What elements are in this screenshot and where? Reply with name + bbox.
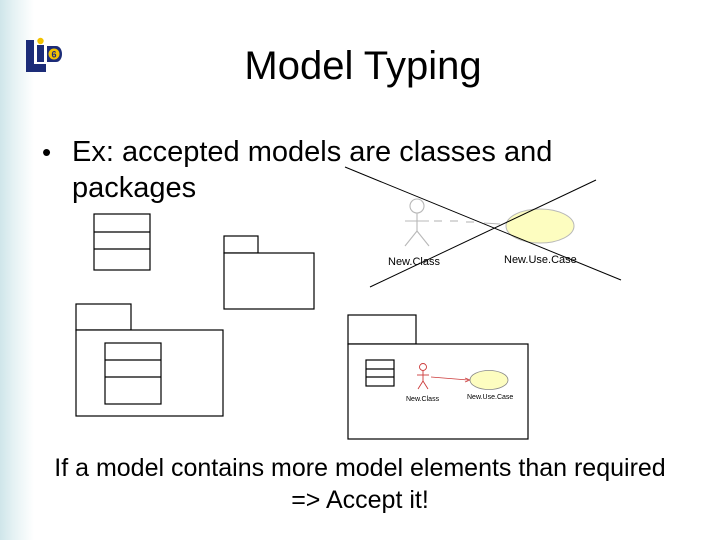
package-with-class [75,303,224,417]
cross-out-lines [344,166,622,288]
big-association-line [434,220,501,225]
bullet-item: • Ex: accepted models are classes and pa… [42,134,662,206]
slide-title: Model Typing [244,44,482,88]
lip6-logo: 6 [26,37,62,72]
big-usecase-ellipse [505,208,575,244]
small-actor-icon [417,363,429,390]
small-usecase-ellipse [469,370,509,390]
small-actor-label: New.Class [406,396,440,403]
footer-statement: If a model contains more model elements … [0,452,720,516]
footer-line-1: If a model contains more model elements … [54,454,666,482]
small-usecase-label: New.Use.Case [467,394,513,401]
bullet-dot: • [42,137,52,167]
big-actor-label: New.Class [388,256,440,268]
class-box [93,213,151,271]
small-association-line [430,376,469,381]
bullet-text: Ex: accepted models are classes and pack… [72,136,553,204]
logo-number: 6 [51,50,56,60]
package-icon [223,235,315,310]
big-usecase-label: New.Use.Case [504,254,577,266]
big-actor-icon [404,198,430,247]
footer-line-2: => Accept it! [291,486,429,514]
package-with-mixed-elements [347,314,529,440]
